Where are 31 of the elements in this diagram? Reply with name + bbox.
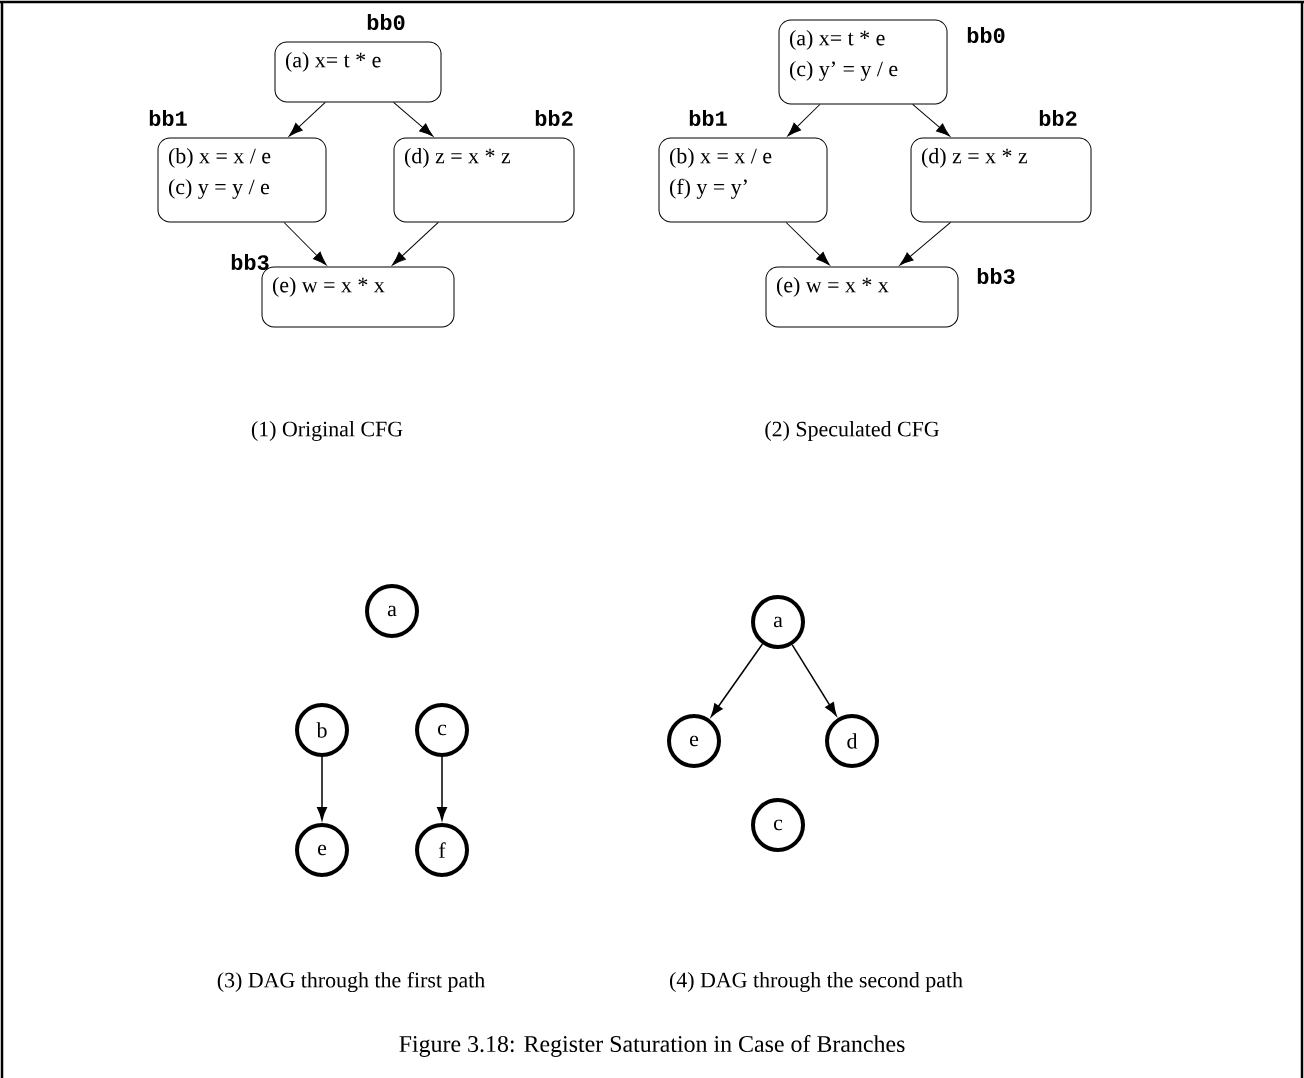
figure-caption: Figure 3.18: Register Saturation in Case of Branches: [399, 1035, 905, 1057]
block-label: bb2: [535, 109, 573, 127]
block-box: (a) x= t * e (c) y’ = y / e: [778, 19, 948, 105]
arrow: [787, 104, 821, 137]
arrow: [791, 644, 837, 716]
block-box: (b) x = x / e (f) y = y’: [658, 137, 828, 223]
panel-caption: (2) Speculated CFG: [765, 421, 939, 441]
block-label: bb3: [977, 267, 1015, 285]
block-label: bb0: [367, 13, 405, 31]
block-label: bb2: [1039, 109, 1077, 127]
block-box: (b) x = x / e (c) y = y / e: [157, 137, 327, 223]
arrow: [899, 222, 952, 266]
block-label: bb1: [149, 109, 187, 127]
arrow: [283, 222, 327, 266]
panel-caption: (4) DAG through the second path: [670, 972, 963, 992]
arrow: [437, 756, 447, 821]
arrow: [912, 104, 951, 137]
block-box: (a) x= t * e: [274, 41, 442, 103]
block-label: bb0: [967, 26, 1005, 44]
block-box: (e) w = x * x: [765, 266, 959, 328]
arrow: [288, 102, 326, 137]
block-box: (d) z = x * z: [910, 137, 1092, 223]
panel-caption: (1) Original CFG: [251, 421, 403, 441]
arrow: [317, 756, 327, 821]
arrow: [710, 643, 764, 717]
arrow: [393, 102, 434, 137]
block-box: (d) z = x * z: [393, 137, 575, 223]
arrow: [392, 222, 439, 266]
block-label: bb1: [689, 109, 727, 127]
panel-caption: (3) DAG through the first path: [217, 971, 485, 993]
arrow: [785, 222, 830, 266]
